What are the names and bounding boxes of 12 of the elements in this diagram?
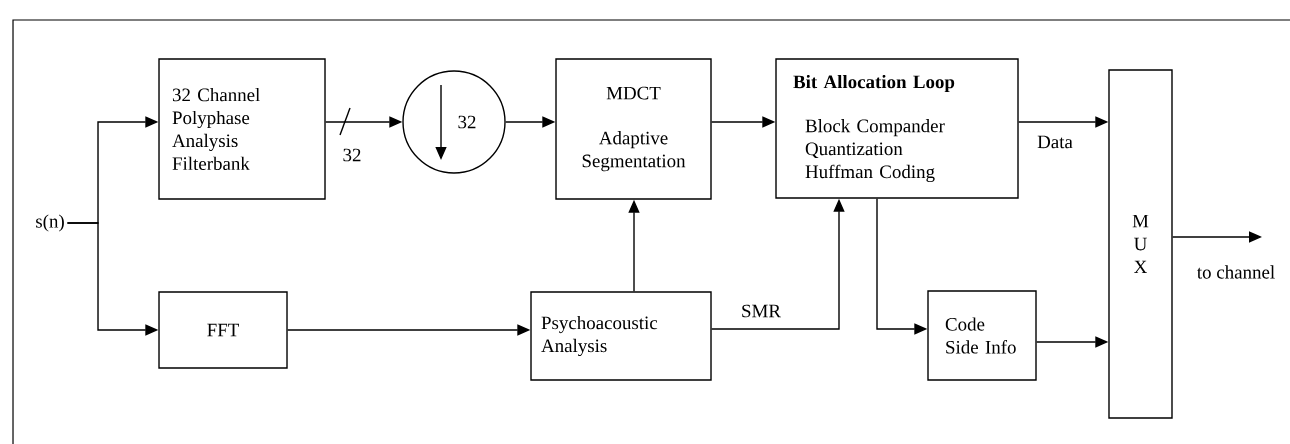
signal-label: s(n) <box>36 214 64 232</box>
edge-label: to channel <box>1195 264 1277 280</box>
process-box: Psychoacoustic Analysis <box>530 291 712 381</box>
multiplexer-box: M U X <box>1108 69 1173 419</box>
edge-label: 32 <box>341 147 363 163</box>
process-box: Bit Allocation Loop Block Compander Quantization Huffman Coding <box>775 58 1019 199</box>
process-box: 32 Channel Polyphase Analysis Filterbank <box>158 58 326 200</box>
edge-label: SMR <box>740 303 782 319</box>
edge-label: Data <box>1036 134 1074 150</box>
process-box: FFT <box>158 291 288 369</box>
process-box: MDCT Adaptive Segmentation <box>555 58 712 200</box>
process-box: Code Side Info <box>927 290 1037 381</box>
